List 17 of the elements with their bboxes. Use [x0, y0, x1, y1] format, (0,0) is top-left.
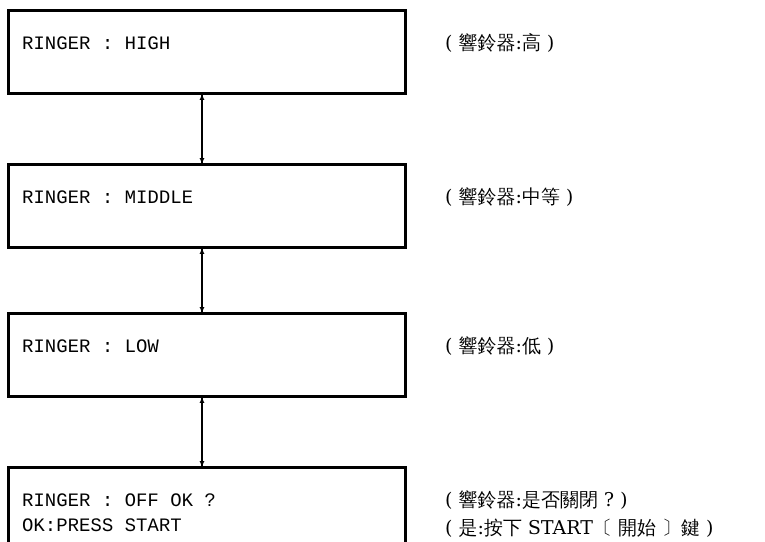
translation-text: ( 響鈴器:低 ) — [445, 334, 554, 359]
translation-text: ( 響鈴器:高 ) — [445, 31, 554, 56]
translation-text: ( 是:按下 START〔 開始 〕鍵 ) — [445, 516, 714, 541]
display-text: RINGER : MIDDLE — [22, 186, 194, 210]
display-box — [7, 9, 407, 95]
double-arrow — [200, 95, 204, 163]
double-arrow — [200, 249, 204, 312]
display-box — [7, 466, 407, 542]
double-arrow — [200, 398, 204, 466]
display-text: OK:PRESS START — [22, 514, 182, 538]
display-box — [7, 312, 407, 398]
display-text: RINGER : HIGH — [22, 32, 170, 56]
display-text: RINGER : OFF OK ? — [22, 489, 216, 513]
display-text: RINGER : LOW — [22, 335, 159, 359]
translation-text: ( 響鈴器:是否關閉 ? ) — [445, 488, 628, 513]
display-box — [7, 163, 407, 249]
translation-text: ( 響鈴器:中等 ) — [445, 185, 574, 210]
